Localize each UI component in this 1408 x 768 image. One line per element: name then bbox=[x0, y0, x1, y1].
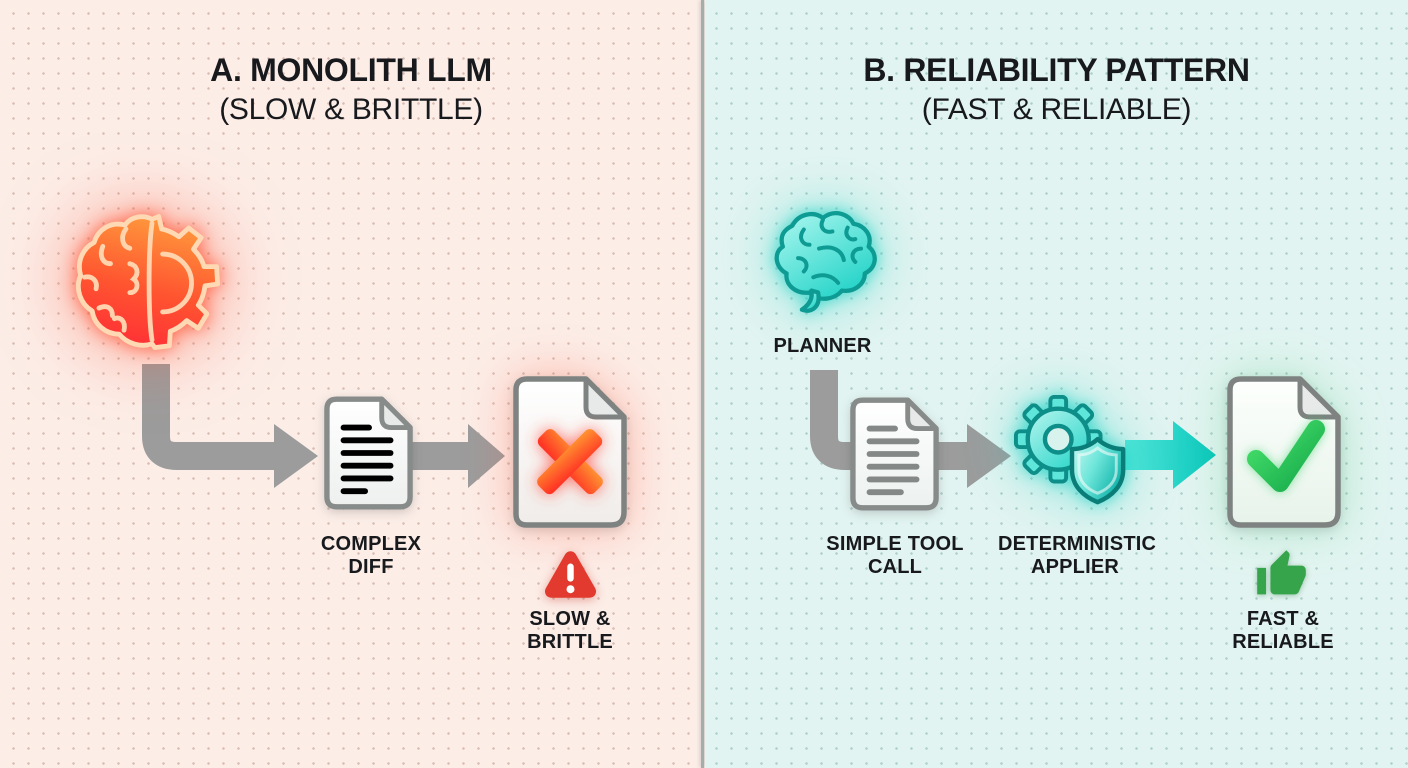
thumbs-up-icon bbox=[1255, 548, 1308, 601]
left-panel-title: A. MONOLITH LLM bbox=[210, 52, 492, 88]
x-mark-icon bbox=[537, 429, 603, 495]
cyan-arrow-icon bbox=[1125, 421, 1216, 489]
brain-gear-icon bbox=[70, 207, 234, 359]
right-panel-subtitle: (FAST & RELIABLE) bbox=[921, 93, 1192, 126]
gear-shield-icon bbox=[1013, 395, 1133, 507]
brain-icon bbox=[758, 202, 882, 320]
document-check-icon bbox=[1226, 375, 1342, 529]
planner-label: PLANNER bbox=[773, 335, 872, 357]
deterministic-applier-label: DETERMINISTIC APPLIER bbox=[998, 533, 1157, 578]
panel-divider bbox=[701, 0, 704, 768]
simple-tool-call-label: SIMPLE TOOL CALL bbox=[826, 533, 964, 578]
fast-reliable-label: FAST & RELIABLE bbox=[1232, 608, 1334, 653]
check-mark-icon bbox=[1247, 420, 1325, 492]
tool-call-document-icon bbox=[850, 396, 940, 512]
left-panel: A. MONOLITH LLM (SLOW & BRITTLE) bbox=[0, 0, 702, 768]
right-arrow-icon bbox=[410, 424, 505, 488]
slow-brittle-label: SLOW & BRITTLE bbox=[527, 608, 613, 653]
right-panel-title: B. RELIABILITY PATTERN bbox=[863, 52, 1250, 88]
left-panel-subtitle: (SLOW & BRITTLE) bbox=[219, 93, 483, 126]
elbow-arrow-icon bbox=[142, 364, 318, 488]
warning-triangle-icon bbox=[542, 547, 599, 601]
right-panel: B. RELIABILITY PATTERN (FAST & RELIABLE) bbox=[705, 0, 1408, 768]
document-error-icon bbox=[512, 375, 628, 529]
complex-diff-label: COMPLEX DIFF bbox=[320, 533, 422, 578]
complex-diff-document-icon bbox=[324, 395, 414, 511]
